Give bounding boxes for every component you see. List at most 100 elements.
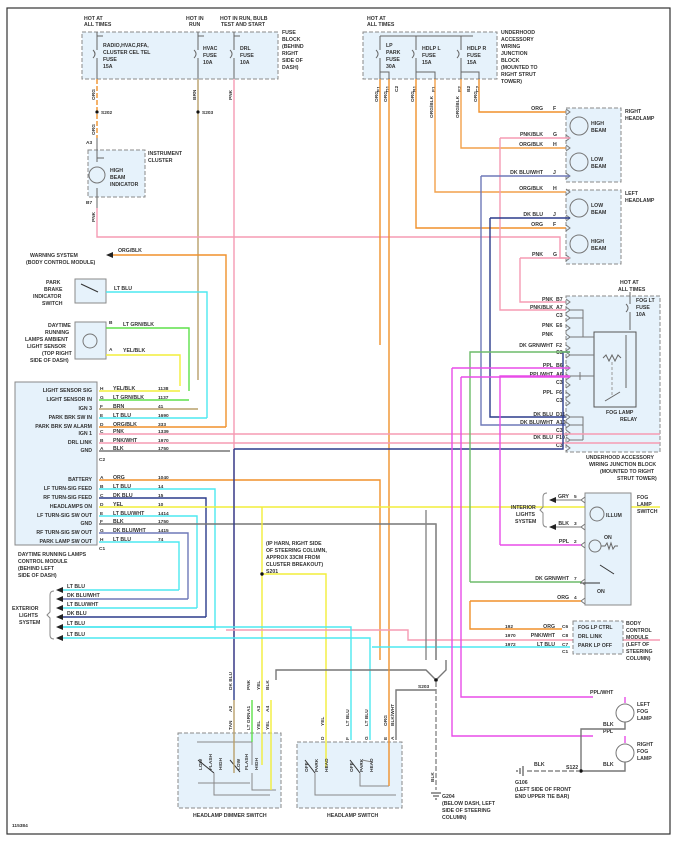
drl-circuit-number: 1137: [158, 395, 169, 401]
left-fog-name-a: LEFT: [637, 702, 651, 708]
switch-wire-label: LT BLU: [364, 709, 370, 726]
underhood-hot-a: HOT AT: [367, 16, 387, 22]
fog-switch-pin-label: 3: [574, 521, 577, 527]
fog-relay-junction-block: HOT AT ALL TIMES FOG LT FUSE 10A FOG LAM…: [565, 280, 661, 482]
drl-wire-color: DK BLU: [113, 493, 133, 499]
headlamp-pin-label: J: [553, 212, 556, 218]
fuse-hot-label-3b: TEST AND START: [221, 22, 266, 28]
fuse-hot-label-3a: HOT IN RUN, BULB: [220, 16, 268, 22]
relay-contact-icon: [604, 335, 627, 402]
drl-pin-function-label: PARK BRK SW IN: [49, 415, 93, 421]
wire-ppl-right-fog: [451, 367, 593, 737]
dimmer-position-label: HIGH: [218, 757, 224, 770]
wire-dk-blu-left-low: [489, 217, 570, 418]
s201-line-5: S201: [266, 569, 278, 575]
fuse1-label-a: RADIO,HVAC,RFA,: [103, 43, 149, 49]
left-high-label-a: HIGH: [591, 239, 604, 245]
exterior-arrow-icon: [56, 624, 63, 630]
dimmer-position-label: FLASH: [208, 753, 214, 770]
fog-switch-pin-label: 2: [574, 539, 577, 545]
headlamp-switch-name: HEADLAMP SWITCH: [327, 813, 378, 819]
cluster-name-a: INSTRUMENT: [148, 151, 183, 157]
bcm-box: [572, 620, 624, 655]
right-high-label-b: BEAM: [591, 128, 606, 134]
uh-name-g: RIGHT STRUT: [501, 72, 537, 78]
headlamp-dimmer-switch: HEADLAMP DIMMER SWITCH: [177, 700, 282, 819]
park-brake-wire-label: LT BLU: [114, 286, 132, 292]
fog-switch-name-b: LAMP: [637, 502, 652, 508]
wire-org-1040-battery: [99, 479, 381, 660]
splice-s122-dot: [579, 769, 583, 773]
park-brake-switch: PARK BRAKE INDICATOR SWITCH LT BLU: [33, 278, 132, 307]
drl-wire-color: LT BLU: [113, 537, 131, 543]
fog-switch-pin-label: 7: [574, 576, 577, 582]
fog-switch-pin-label: 5: [574, 494, 577, 500]
dimmer-bottom-wire-label: YEL: [256, 721, 262, 730]
splice-s201-label: (IP HARN, RIGHT SIDE OF STEERING COLUMN,…: [266, 541, 327, 575]
fog-block-hot-b: ALL TIMES: [618, 287, 646, 293]
fog-fuse-c: 10A: [636, 312, 646, 318]
fog-switch-box: [584, 492, 632, 606]
sensor-name-b: RUNNING: [45, 330, 69, 336]
left-high-beam-bulb-icon: [569, 234, 589, 254]
park-brake-switch-box: [74, 278, 107, 304]
dimmer-pin-label: A1: [246, 706, 252, 712]
drl-wire-color: BLK: [113, 446, 124, 452]
indicator-label-c: INDICATOR: [110, 182, 139, 188]
wire-lt-blu-74: [99, 541, 180, 590]
fog-block-pin-label: C3: [556, 350, 563, 356]
fog-switch-illum-bulb-icon: [589, 506, 605, 522]
fog-block-pin-label: C3: [556, 380, 563, 386]
fog-block-pin-label: E6: [556, 323, 562, 329]
s201-line-4: CLUSTER BREAKOUT): [266, 562, 323, 568]
fog-block-pin-label: C3: [556, 428, 563, 434]
headlamp-switch-internal: [314, 759, 396, 796]
wire-dk-blu-15: [99, 497, 207, 617]
connector-icon: [580, 496, 586, 504]
park-brake-switch-contact-icon: [80, 283, 99, 293]
fog-block-wire-label: PPL: [543, 390, 554, 396]
fog-block-wire-label: PNK: [542, 332, 553, 338]
ground-g106-icon: [516, 766, 524, 776]
uh-bus-1: [379, 35, 473, 79]
bcm-name-b: CONTROL: [626, 628, 652, 634]
drl-circuit-number: 41: [158, 404, 164, 410]
s201-line-1: (IP HARN, RIGHT SIDE: [266, 541, 322, 547]
g106-c: END UPPER TIE BAR): [515, 794, 569, 800]
drl-circuit-number: 14: [158, 484, 164, 490]
wire-org-left-high: [415, 79, 570, 229]
right-fog-blk-label: BLK: [603, 762, 614, 768]
drl-pin-function-label: LF TURN-SIG SW OUT: [37, 513, 93, 519]
switch-position-label: OFF: [349, 762, 355, 772]
switch-wire-label: BLK/WHT: [390, 704, 396, 726]
wire-pnk-blk-right-high: [499, 137, 570, 311]
bcm-name-e: STEERING: [626, 649, 653, 655]
bcm-circuit-number: 192: [505, 624, 513, 630]
bcm-pin-label: C6: [562, 624, 568, 630]
fog-block-name-c: (MOUNTED TO RIGHT: [600, 469, 655, 475]
bcm-wire-label: PNK/WHT: [531, 633, 556, 639]
dimmer-contacts-icon: [197, 759, 241, 774]
headlamp-wire-label: ORG: [531, 106, 543, 112]
drl-circuit-number: 1690: [158, 413, 169, 419]
headlamp-pin-label: G: [553, 132, 557, 138]
connector-icon: [565, 324, 571, 332]
uh-fuse1-icon: [375, 49, 379, 59]
relay-coil-icon: [602, 353, 622, 363]
underhood-block-box: [362, 31, 498, 80]
sensor-name-c: LAMPS AMBIENT: [25, 337, 69, 343]
drl-pin-letter: G: [100, 528, 104, 534]
bcm-function-label: DRL LINK: [578, 634, 602, 640]
dimmer-switch-name: HEADLAMP DIMMER SWITCH: [193, 813, 267, 819]
drl-pin-function-label: HEADLAMPS ON: [50, 504, 92, 510]
wire-yel-blk-sensor: [106, 354, 181, 386]
drl-wire-color: BLK: [113, 519, 124, 525]
fuse-block-name-e: SIDE OF: [282, 58, 303, 64]
sensor-pin-b: B: [109, 320, 113, 326]
fog-switch-on-2: ON: [597, 589, 605, 595]
fuse-block: HOT AT ALL TIMES HOT IN RUN HOT IN RUN, …: [81, 16, 304, 80]
sensor-name-d: LIGHT SENSOR: [27, 344, 66, 350]
wire-yel-s201-to-switch: [262, 573, 327, 740]
